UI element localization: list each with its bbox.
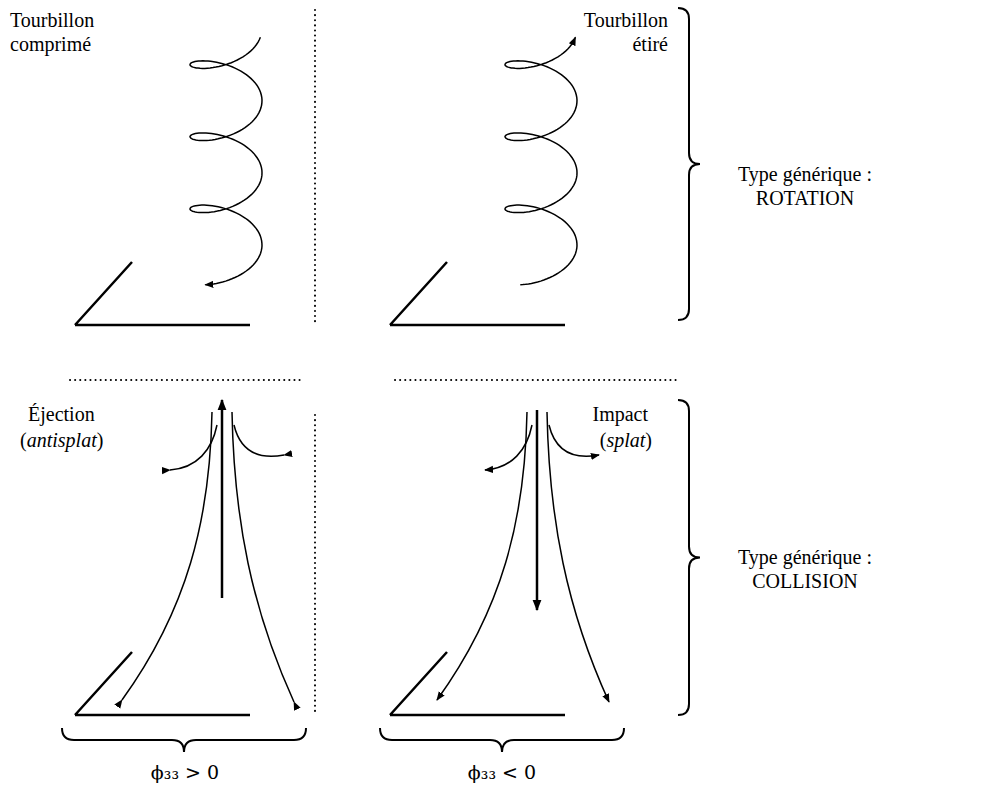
vortex-helix — [190, 37, 262, 284]
curly-brace — [678, 400, 700, 715]
generic-type-label: Type générique : ROTATION — [720, 162, 890, 210]
streamline — [170, 425, 217, 470]
streamline — [234, 425, 284, 456]
axes-corner — [75, 652, 250, 715]
generic-type-label: Type générique : COLLISION — [720, 545, 890, 593]
streamline — [437, 412, 527, 700]
dotted-separator — [314, 415, 316, 715]
axes-corner — [390, 652, 565, 715]
axes-corner — [75, 262, 250, 325]
curly-brace — [62, 728, 306, 752]
vortex-title: Tourbillon étiré — [560, 8, 668, 56]
curly-brace — [380, 728, 624, 752]
vortex-title: Tourbillon comprimé — [10, 8, 125, 56]
streamline — [549, 425, 599, 456]
dotted-separator — [314, 10, 316, 325]
collision-title: Éjection — [28, 402, 148, 426]
jet-arrow — [221, 400, 224, 598]
streamline — [547, 412, 609, 702]
collision-title: Impact — [530, 402, 648, 426]
phi-condition: ϕ₃₃ > 0 — [125, 760, 245, 784]
dotted-separator — [395, 379, 680, 381]
separators — [70, 10, 680, 715]
vortex-helix — [505, 37, 577, 284]
collision-subtitle: (antisplat) — [20, 428, 150, 452]
streamline — [232, 412, 294, 702]
streamline — [485, 425, 532, 470]
axes — [75, 262, 565, 715]
dotted-separator — [70, 379, 300, 381]
collision-subtitle: (splat) — [530, 428, 652, 452]
axes-corner — [390, 262, 565, 325]
jet-arrow — [536, 410, 539, 610]
phi-condition: ϕ₃₃ < 0 — [442, 760, 562, 784]
curly-brace — [678, 8, 700, 320]
drawn-strokes — [62, 8, 700, 752]
streamline — [122, 412, 212, 700]
